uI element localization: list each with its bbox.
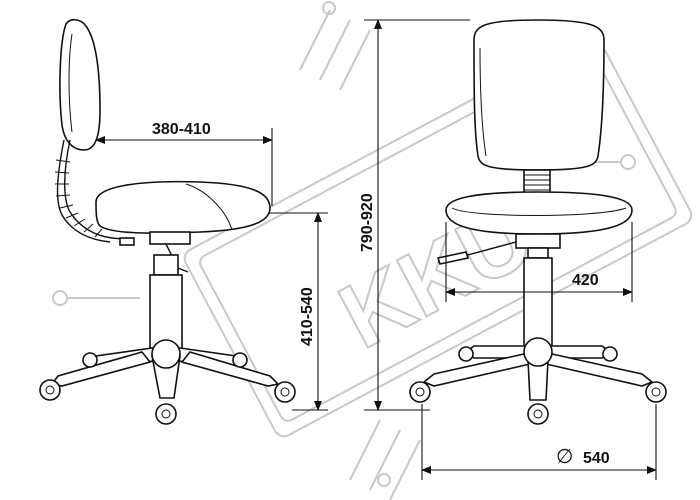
base-diameter-label: 540 [583,450,610,467]
seat-depth-label: 380-410 [152,121,211,138]
chair-side-view [39,18,296,425]
seat-width-label: 420 [572,272,599,289]
watermark-stripes [299,9,421,500]
front-gas-lift [527,247,549,259]
seat-height-label: 410-540 [299,287,316,346]
front-casters [409,346,667,425]
diameter-symbol: ∅ [556,446,573,468]
side-mechanism [149,231,191,245]
front-backrest [473,19,605,171]
dimension-seat-width: 420 [445,222,633,302]
front-base [422,337,654,401]
front-mechanism [515,233,561,249]
chair-front-view [409,19,667,425]
overall-height-label: 790-920 [359,193,376,252]
dimension-seat-depth: 380-410 [95,121,273,206]
front-seat [445,191,633,235]
side-backrest [59,18,101,151]
watermark-circles [52,1,636,487]
side-gas-lift [153,254,179,276]
dimension-base-diameter: ∅ 540 [421,404,657,480]
dimension-seat-height: 410-540 [268,212,328,411]
front-back-spring [523,169,551,195]
side-casters [39,352,296,425]
side-seat [95,180,271,234]
dimension-overall-height: 790-920 [359,19,470,411]
side-back-spring [54,139,113,243]
